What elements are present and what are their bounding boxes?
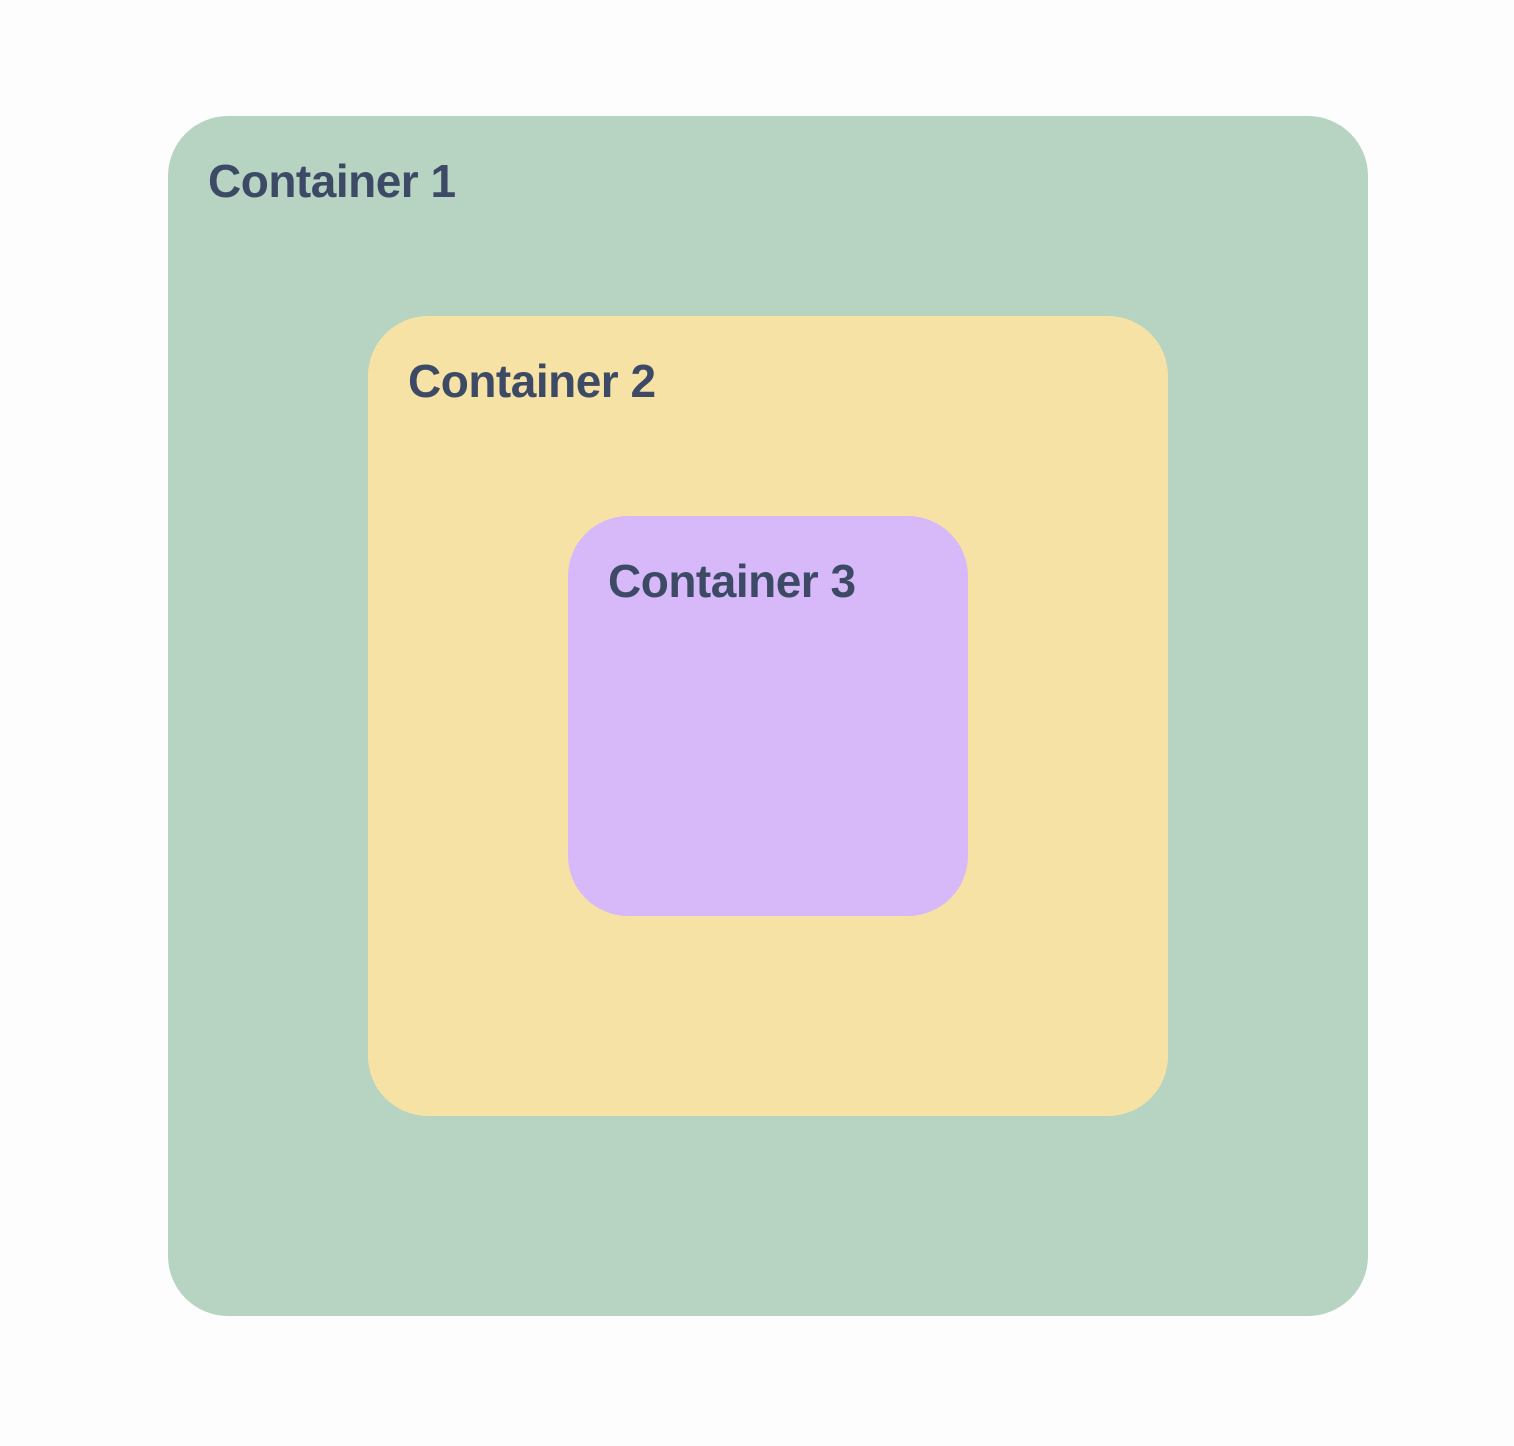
container-1: Container 1 Container 2 Container 3	[168, 116, 1368, 1316]
container-1-label: Container 1	[208, 155, 456, 207]
container-2-label: Container 2	[408, 355, 656, 407]
container-2: Container 2 Container 3	[368, 316, 1168, 1116]
container-3-label: Container 3	[608, 555, 856, 607]
container-3: Container 3	[568, 516, 968, 916]
